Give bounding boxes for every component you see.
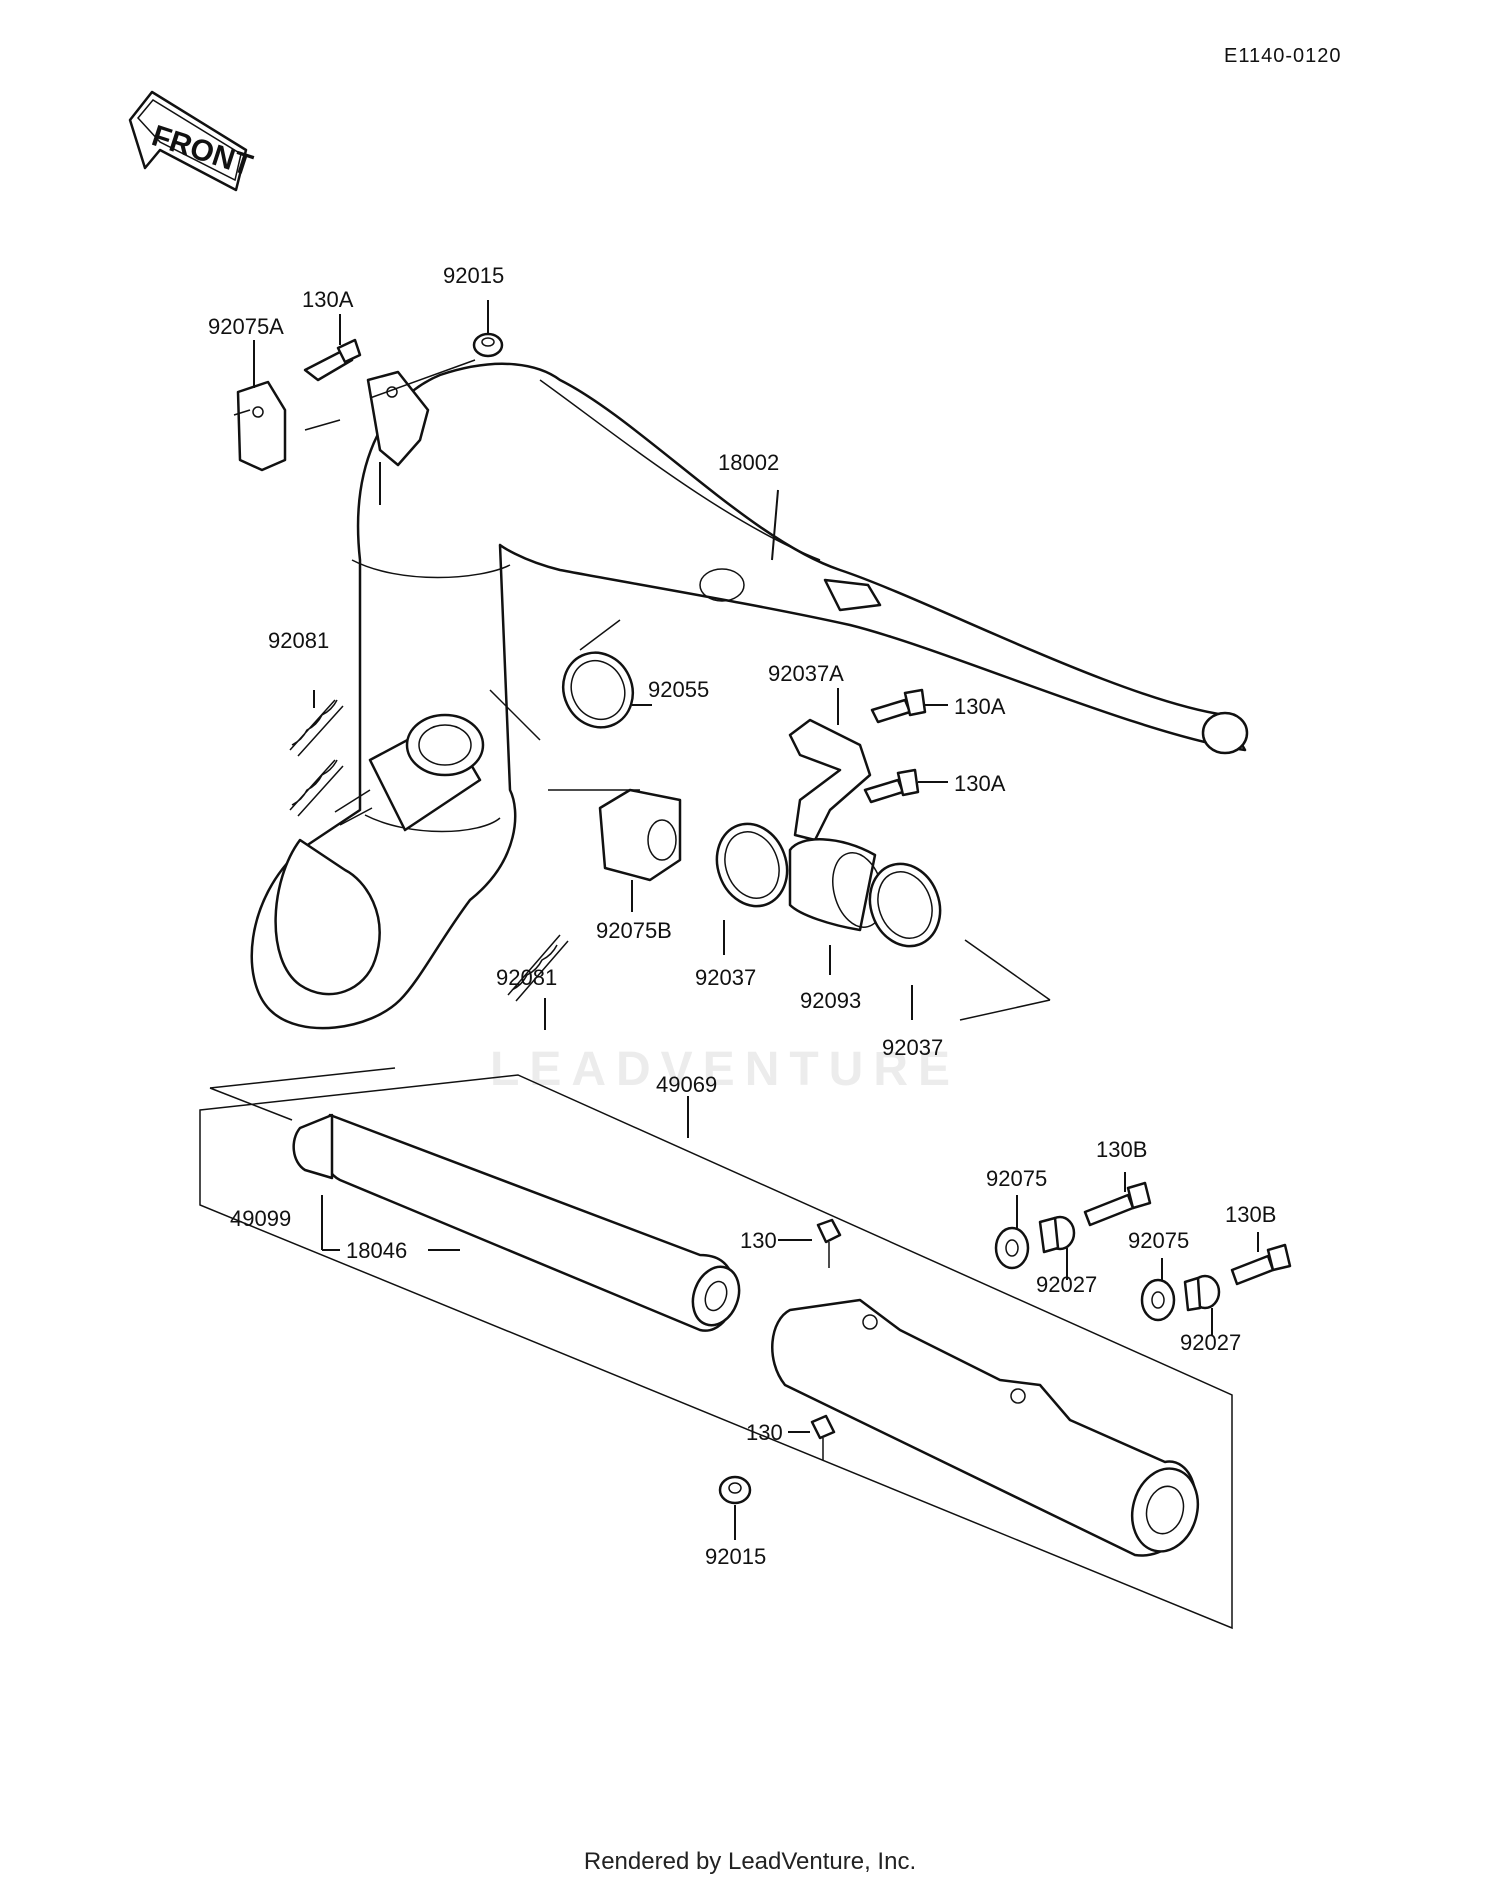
grommet-92075-b bbox=[1140, 1278, 1176, 1322]
label-92081-low: 92081 bbox=[496, 965, 557, 990]
clamp-92037-right bbox=[868, 862, 942, 948]
label-130B-b: 130B bbox=[1225, 1202, 1276, 1227]
cushion-92075B bbox=[598, 788, 682, 882]
label-130A-top: 130A bbox=[302, 287, 354, 312]
label-92093: 92093 bbox=[800, 988, 861, 1013]
bolt-130A-mid2 bbox=[863, 768, 920, 804]
bolt-130-top bbox=[816, 1218, 842, 1268]
bolt-130B-a bbox=[1083, 1181, 1152, 1227]
label-130A-mid2: 130A bbox=[954, 771, 1006, 796]
grommet-92075-a bbox=[994, 1226, 1030, 1270]
label-49069: 49069 bbox=[656, 1072, 717, 1097]
label-92055: 92055 bbox=[648, 677, 709, 702]
label-18002: 18002 bbox=[718, 450, 779, 475]
bolt-130A-mid1 bbox=[870, 688, 927, 724]
label-130B-a: 130B bbox=[1096, 1137, 1147, 1162]
label-92015-top: 92015 bbox=[443, 263, 504, 288]
bolt-130-bottom bbox=[810, 1414, 836, 1460]
label-92081-left: 92081 bbox=[268, 628, 329, 653]
collar-92027-b bbox=[1183, 1274, 1221, 1312]
label-92027-b: 92027 bbox=[1180, 1330, 1241, 1355]
label-92075A: 92075A bbox=[208, 314, 284, 339]
label-130A-mid1: 130A bbox=[954, 694, 1006, 719]
footer-credit: Rendered by LeadVenture, Inc. bbox=[583, 1848, 917, 1875]
silencer-tube-18046 bbox=[292, 1113, 741, 1332]
bracket-92075A bbox=[236, 380, 287, 472]
collar-92027-a bbox=[1038, 1215, 1076, 1254]
nut-92015-bottom bbox=[718, 1475, 752, 1505]
label-92075-a: 92075 bbox=[986, 1166, 1047, 1191]
label-130-top: 130 bbox=[740, 1228, 777, 1253]
label-92075B: 92075B bbox=[596, 918, 672, 943]
part-labels: 92015 130A 92075A 18002 92081 92055 9203… bbox=[208, 263, 1276, 1569]
bolt-130B-b bbox=[1230, 1243, 1292, 1286]
label-92027-a: 92027 bbox=[1036, 1272, 1097, 1297]
label-92037A: 92037A bbox=[768, 661, 844, 686]
doc-id: E1140-0120 bbox=[1224, 45, 1342, 67]
front-arrow-icon: FRONT bbox=[128, 90, 256, 192]
label-92037-left: 92037 bbox=[695, 965, 756, 990]
clamp-92037-left bbox=[715, 822, 789, 908]
bolt-130A-top bbox=[303, 338, 362, 382]
label-92037-right: 92037 bbox=[882, 1035, 943, 1060]
label-18046: 18046 bbox=[346, 1238, 407, 1263]
expansion-chamber bbox=[250, 362, 1249, 1030]
label-130-bottom: 130 bbox=[746, 1420, 783, 1445]
spring-92081-low bbox=[507, 934, 569, 1002]
watermark: LEADVENTURE bbox=[490, 1043, 960, 1096]
nut-92015-top bbox=[472, 332, 504, 358]
label-92015-bottom: 92015 bbox=[705, 1544, 766, 1569]
bracket-92037A bbox=[788, 718, 872, 842]
spring-92081-left bbox=[289, 699, 344, 817]
gasket-92055 bbox=[562, 651, 634, 729]
muffler-body bbox=[771, 1298, 1200, 1557]
label-49099: 49099 bbox=[230, 1206, 291, 1231]
silencer-panel bbox=[199, 1067, 1233, 1630]
label-92075-b: 92075 bbox=[1128, 1228, 1189, 1253]
